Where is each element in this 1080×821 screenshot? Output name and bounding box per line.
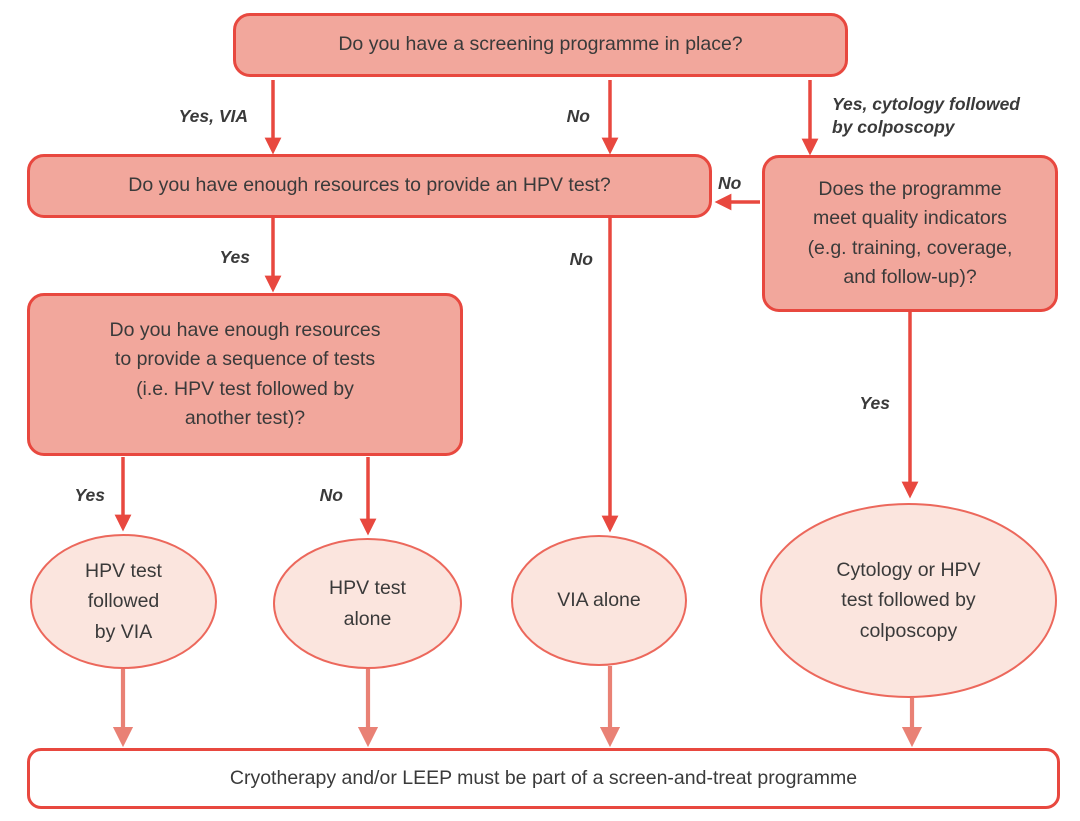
node-sequence-of-tests-text: Do you have enough resources to provide … — [109, 319, 381, 429]
edge-label-yes-via: Yes, VIA — [178, 106, 248, 126]
node-cytology-or-hpv-colposcopy: Cytology or HPV test followed by colposc… — [760, 503, 1057, 698]
edge-label-yes-hpv-resources: Yes — [219, 247, 251, 267]
edge-label-no-top-middle: No — [566, 106, 590, 126]
node-hpv-test-followed-by-via: HPV test followed by VIA — [30, 534, 217, 669]
node-via-alone-text: VIA alone — [557, 589, 641, 612]
node-quality-indicators-text: Does the programme meet quality indicato… — [807, 178, 1013, 288]
edge-label-yes-cytology-colposcopy: Yes, cytology followed by colposcopy — [832, 94, 1020, 137]
edge-label-no-hpv-resources: No — [569, 249, 593, 269]
node-treatment-requirement-text: Cryotherapy and/or LEEP must be part of … — [229, 766, 858, 789]
node-sequence-of-tests: Do you have enough resources to provide … — [27, 293, 463, 456]
node-quality-indicators: Does the programme meet quality indicato… — [762, 155, 1058, 312]
node-hpv-test-followed-by-via-text: HPV test followed by VIA — [85, 560, 162, 643]
edge-label-yes-sequence: Yes — [74, 485, 106, 505]
edge-label-yes-quality: Yes — [859, 393, 891, 413]
edge-label-no-sequence: No — [319, 485, 343, 505]
node-cytology-or-hpv-colposcopy-text: Cytology or HPV test followed by colposc… — [836, 559, 981, 642]
node-treatment-requirement: Cryotherapy and/or LEEP must be part of … — [27, 748, 1060, 809]
node-hpv-resources-text: Do you have enough resources to provide … — [128, 174, 611, 197]
node-screening-programme-text: Do you have a screening programme in pla… — [338, 33, 743, 56]
node-hpv-test-alone: HPV test alone — [273, 538, 462, 669]
node-hpv-test-alone-text: HPV test alone — [329, 577, 406, 630]
node-hpv-resources: Do you have enough resources to provide … — [27, 154, 712, 218]
node-via-alone: VIA alone — [511, 535, 687, 666]
edge-label-no-quality: No — [718, 173, 742, 193]
node-screening-programme: Do you have a screening programme in pla… — [233, 13, 848, 77]
